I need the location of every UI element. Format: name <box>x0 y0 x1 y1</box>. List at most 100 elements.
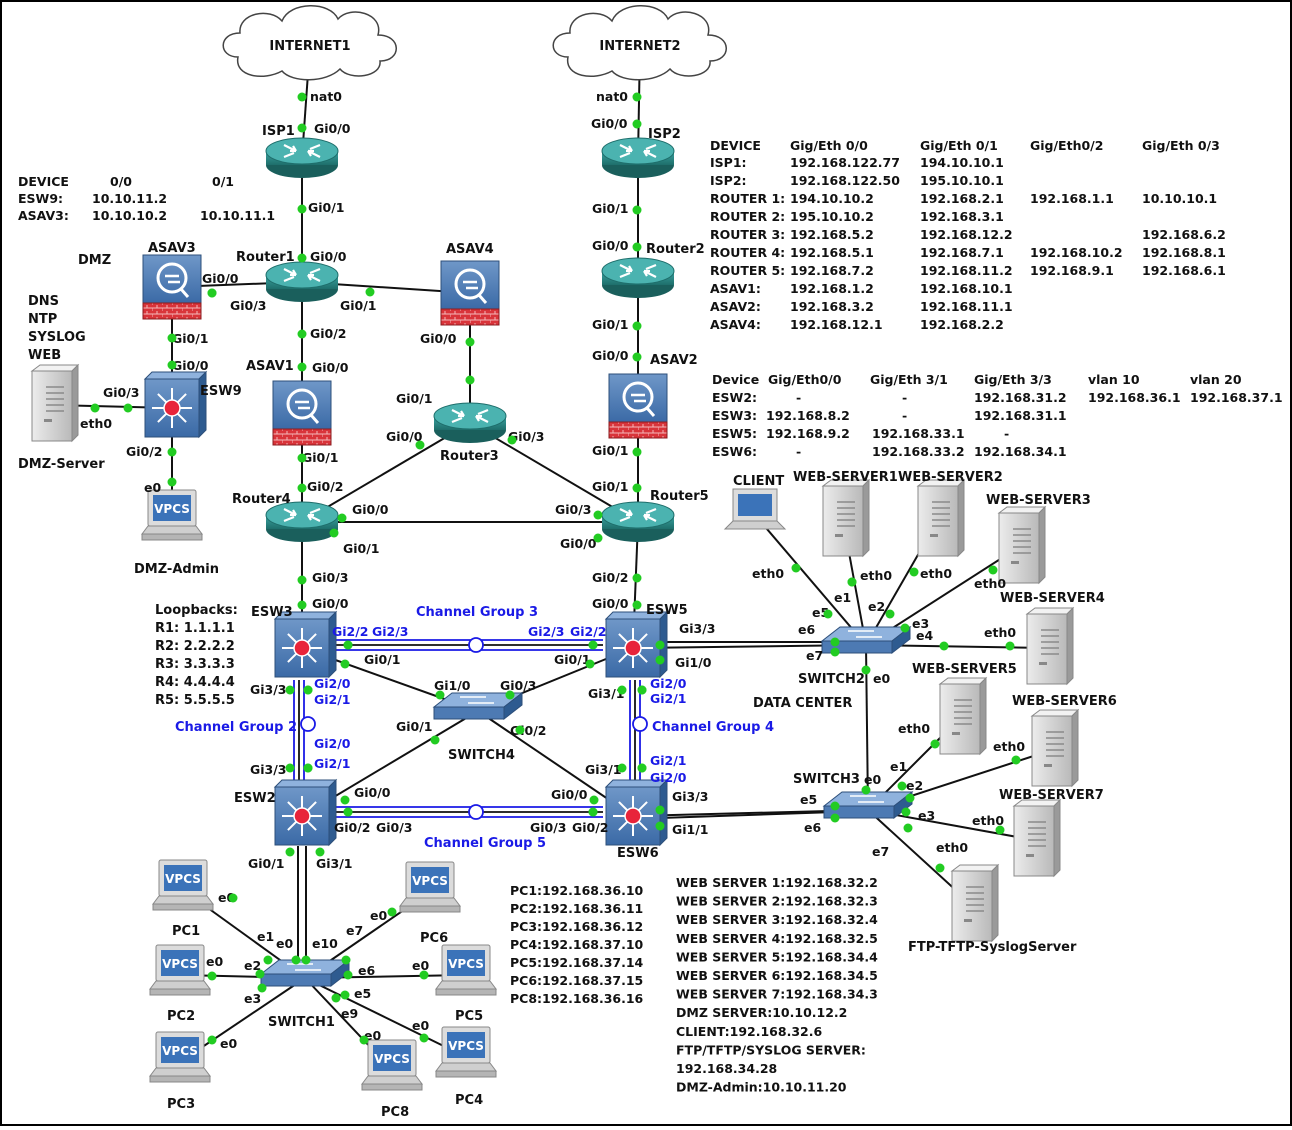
laptop-client[interactable] <box>723 488 787 530</box>
l3switch-esw9[interactable] <box>143 370 208 439</box>
server-web3[interactable] <box>997 505 1047 585</box>
port-label-e7: e7 <box>872 844 889 859</box>
port-label-gi03: Gi0/3 <box>103 385 140 400</box>
port-indicator <box>1005 641 1015 651</box>
pc-dmzadm[interactable]: VPCS <box>141 489 203 541</box>
router-table-header: DEVICE <box>710 138 761 153</box>
esw9-table-cell: ASAV3: <box>18 208 69 223</box>
pc-pc3[interactable]: VPCS <box>149 1031 211 1083</box>
loopback-line: R5: 5.5.5.5 <box>155 693 235 708</box>
port-channel-icon <box>300 716 316 732</box>
esw-table-cell: 192.168.31.1 <box>974 408 1067 423</box>
l3switch-esw3[interactable] <box>273 610 338 679</box>
port-label-gi23: Gi2/3 <box>528 624 565 639</box>
firewall-asav2[interactable] <box>608 373 668 439</box>
server-ftp[interactable] <box>950 863 1000 943</box>
port-indicator <box>507 435 517 445</box>
port-indicator <box>903 823 913 833</box>
router-r3[interactable] <box>433 402 507 443</box>
l2switch-sw4[interactable] <box>432 691 524 721</box>
port-label-gi01: Gi0/1 <box>364 652 401 667</box>
server-icon <box>835 501 855 537</box>
port-label-e0: e0 <box>206 954 223 969</box>
firewall-asav1[interactable] <box>272 380 332 446</box>
channel-group-3-link <box>332 639 603 651</box>
pc-pc1[interactable]: VPCS <box>152 859 214 911</box>
server-web4[interactable] <box>1025 606 1075 686</box>
firewall-asav3[interactable] <box>142 254 202 320</box>
port-indicator <box>387 907 397 917</box>
server-dmzsrv[interactable] <box>30 363 80 443</box>
pc-pc4[interactable]: VPCS <box>435 1026 497 1078</box>
port-indicator <box>337 513 347 523</box>
router-arrows-icon <box>283 507 321 523</box>
monitor-screen-icon <box>373 1045 411 1071</box>
server-web1[interactable] <box>821 478 871 558</box>
router-r2[interactable] <box>601 257 675 298</box>
cloud-icon <box>222 5 397 81</box>
firewall-asav4[interactable] <box>440 260 500 326</box>
router-isp2[interactable] <box>601 137 675 178</box>
router-r4[interactable] <box>265 501 339 542</box>
server-web7[interactable] <box>1012 798 1062 878</box>
server-icon <box>930 501 950 537</box>
l3switch-esw2[interactable] <box>273 778 338 847</box>
esw9-table-header: 0/0 <box>110 174 132 189</box>
l2switch-sw1[interactable] <box>259 958 351 988</box>
port-label-gi01: Gi0/1 <box>172 331 209 346</box>
router-table-cell: 192.168.2.1 <box>920 191 1004 206</box>
port-indicator <box>632 483 642 493</box>
port-label-e7: e7 <box>806 648 823 663</box>
port-label-gi33: Gi3/3 <box>679 621 716 636</box>
server-web6[interactable] <box>1030 708 1080 788</box>
router-table-cell: ROUTER 3: <box>710 227 785 242</box>
port-label-gi23: Gi2/3 <box>372 624 409 639</box>
port-label-gi03: Gi0/3 <box>376 820 413 835</box>
port-label-gi20: Gi2/0 <box>650 676 687 691</box>
l3switch-esw5[interactable] <box>604 610 669 679</box>
port-indicator <box>655 805 665 815</box>
router-table-cell: 195.10.10.1 <box>920 173 1004 188</box>
router-table-cell: 192.168.2.2 <box>920 317 1004 332</box>
router-r1[interactable] <box>265 261 339 302</box>
router-isp1[interactable] <box>265 137 339 178</box>
pc-pc8[interactable]: VPCS <box>361 1039 423 1091</box>
dmz-service-label: NTP <box>28 312 57 327</box>
cloud-internet2[interactable] <box>552 5 727 81</box>
port-label-e1: e1 <box>257 929 274 944</box>
monitor-screen-icon <box>164 865 202 891</box>
device-label-pc6: PC6 <box>420 931 448 946</box>
server-ip-line: DMZ-Admin:10.10.11.20 <box>676 1080 847 1095</box>
port-indicator <box>297 453 307 463</box>
l3switch-esw6[interactable] <box>604 778 669 847</box>
switch-arrows-icon <box>287 963 321 971</box>
firewall-magnifier-icon <box>156 262 188 294</box>
pc-pc6[interactable]: VPCS <box>399 861 461 913</box>
router-table-cell: 192.168.122.77 <box>790 155 900 170</box>
pc-pc2[interactable]: VPCS <box>149 944 211 996</box>
port-label-gi00: Gi0/0 <box>592 238 629 253</box>
port-label-eth0: eth0 <box>80 416 112 431</box>
port-label-e0: e0 <box>412 1018 429 1033</box>
multilayer-switch-icon <box>613 796 653 836</box>
server-ip-line: WEB SERVER 6:192.168.34.5 <box>676 968 878 983</box>
port-indicator <box>930 739 940 749</box>
port-indicator <box>329 528 339 538</box>
port-label-e6: e6 <box>798 622 815 637</box>
device-label-pc5: PC5 <box>455 1009 483 1024</box>
port-label-gi00: Gi0/0 <box>312 596 349 611</box>
cloud-internet1[interactable] <box>222 5 397 81</box>
server-web5[interactable] <box>938 676 988 756</box>
pc-pc5[interactable]: VPCS <box>435 944 497 996</box>
server-web2[interactable] <box>916 478 966 558</box>
port-indicator <box>861 665 871 675</box>
port-indicator <box>207 288 217 298</box>
pc-ip-line: PC3:192.168.36.12 <box>510 919 643 934</box>
port-indicator <box>655 821 665 831</box>
l2switch-sw3[interactable] <box>822 790 914 820</box>
port-indicator <box>167 447 177 457</box>
router-table-cell: 195.10.10.2 <box>790 209 874 224</box>
switch-arrows-icon <box>850 795 884 803</box>
router-r5[interactable] <box>601 501 675 542</box>
